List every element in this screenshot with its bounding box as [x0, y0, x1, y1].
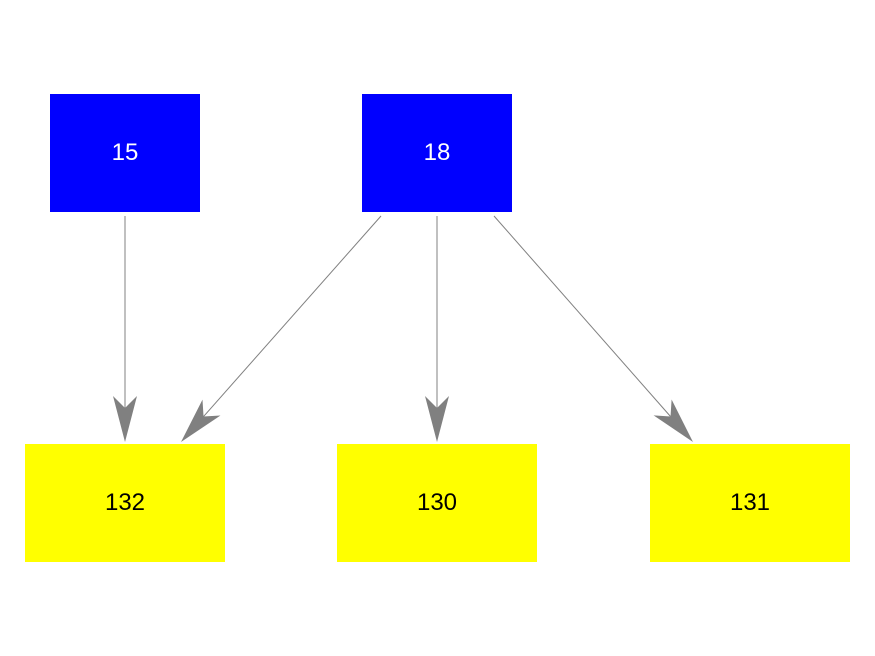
node-18-label: 18 — [423, 139, 451, 166]
node-131[interactable]: 131 — [650, 444, 850, 562]
node-131-label: 131 — [729, 489, 771, 516]
node-18[interactable]: 18 — [362, 94, 512, 212]
node-15[interactable]: 15 — [50, 94, 200, 212]
edge-15-to-132 — [113, 216, 137, 442]
node-132-label: 132 — [104, 489, 146, 516]
edge-18-to-131 — [493, 215, 693, 442]
arrowhead-icon — [653, 399, 693, 442]
edge-line — [493, 215, 671, 417]
node-130[interactable]: 130 — [337, 444, 537, 562]
node-15-label: 15 — [111, 139, 139, 166]
node-130-label: 130 — [416, 489, 458, 516]
arrowhead-icon — [181, 399, 221, 442]
edges-layer — [113, 215, 693, 442]
edge-18-to-130 — [425, 216, 449, 442]
node-132[interactable]: 132 — [25, 444, 225, 562]
arrowhead-icon — [113, 396, 137, 442]
edge-18-to-132 — [181, 215, 382, 442]
arrowhead-icon — [425, 396, 449, 442]
edge-line — [203, 215, 382, 417]
